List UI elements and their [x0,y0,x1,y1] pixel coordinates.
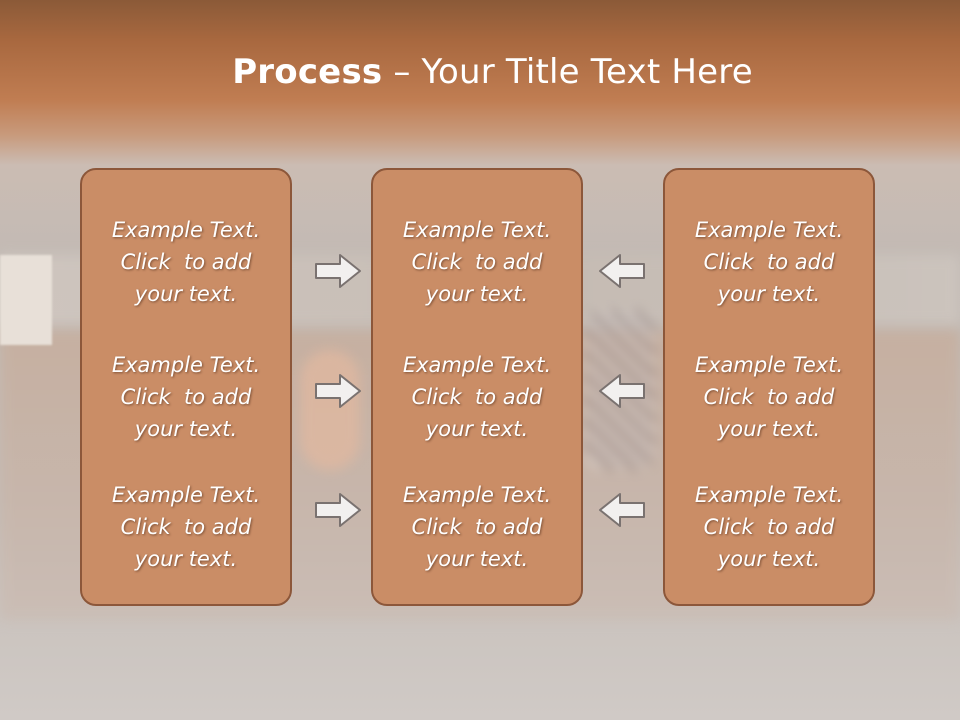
text-block[interactable]: Example Text. Click to add your text. [665,479,873,575]
text-block[interactable]: Example Text. Click to add your text. [82,214,290,310]
text-block[interactable]: Example Text. Click to add your text. [373,349,581,445]
text-line: Example Text. [111,483,261,507]
title-rest-part: – Your Title Text Here [382,52,753,92]
text-block[interactable]: Example Text. Click to add your text. [82,349,290,445]
arrow-left-icon [599,254,645,288]
text-block[interactable]: Example Text. Click to add your text. [82,479,290,575]
text-line: your text. [425,282,529,306]
text-line: Click to add [120,385,252,409]
title-bold-part: Process [232,52,383,92]
process-box-right[interactable]: Example Text. Click to add your text. Ex… [663,168,875,606]
text-block[interactable]: Example Text. Click to add your text. [665,349,873,445]
text-line: your text. [717,547,821,571]
text-line: Example Text. [694,218,844,242]
text-line: Click to add [703,385,835,409]
background-books [0,255,52,345]
text-line: Example Text. [402,218,552,242]
text-line: Click to add [411,250,543,274]
text-line: your text. [717,417,821,441]
text-line: Click to add [703,515,835,539]
text-line: Click to add [120,515,252,539]
text-line: Example Text. [402,353,552,377]
text-line: Click to add [411,515,543,539]
text-block[interactable]: Example Text. Click to add your text. [665,214,873,310]
text-line: Example Text. [111,353,261,377]
process-box-middle[interactable]: Example Text. Click to add your text. Ex… [371,168,583,606]
text-line: Example Text. [694,353,844,377]
arrow-left-icon [599,493,645,527]
arrow-left-icon [599,374,645,408]
slide-title[interactable]: Process – Your Title Text Here [0,52,960,92]
text-block[interactable]: Example Text. Click to add your text. [373,479,581,575]
text-line: Click to add [703,250,835,274]
text-line: Example Text. [694,483,844,507]
text-line: your text. [134,282,238,306]
arrow-right-icon [315,254,361,288]
text-line: Click to add [411,385,543,409]
text-line: your text. [134,417,238,441]
text-line: Example Text. [111,218,261,242]
text-line: your text. [425,417,529,441]
text-line: Click to add [120,250,252,274]
arrow-right-icon [315,374,361,408]
text-block[interactable]: Example Text. Click to add your text. [373,214,581,310]
process-box-left[interactable]: Example Text. Click to add your text. Ex… [80,168,292,606]
text-line: your text. [717,282,821,306]
text-line: your text. [425,547,529,571]
arrow-right-icon [315,493,361,527]
background-foot [300,350,360,470]
text-line: your text. [134,547,238,571]
text-line: Example Text. [402,483,552,507]
